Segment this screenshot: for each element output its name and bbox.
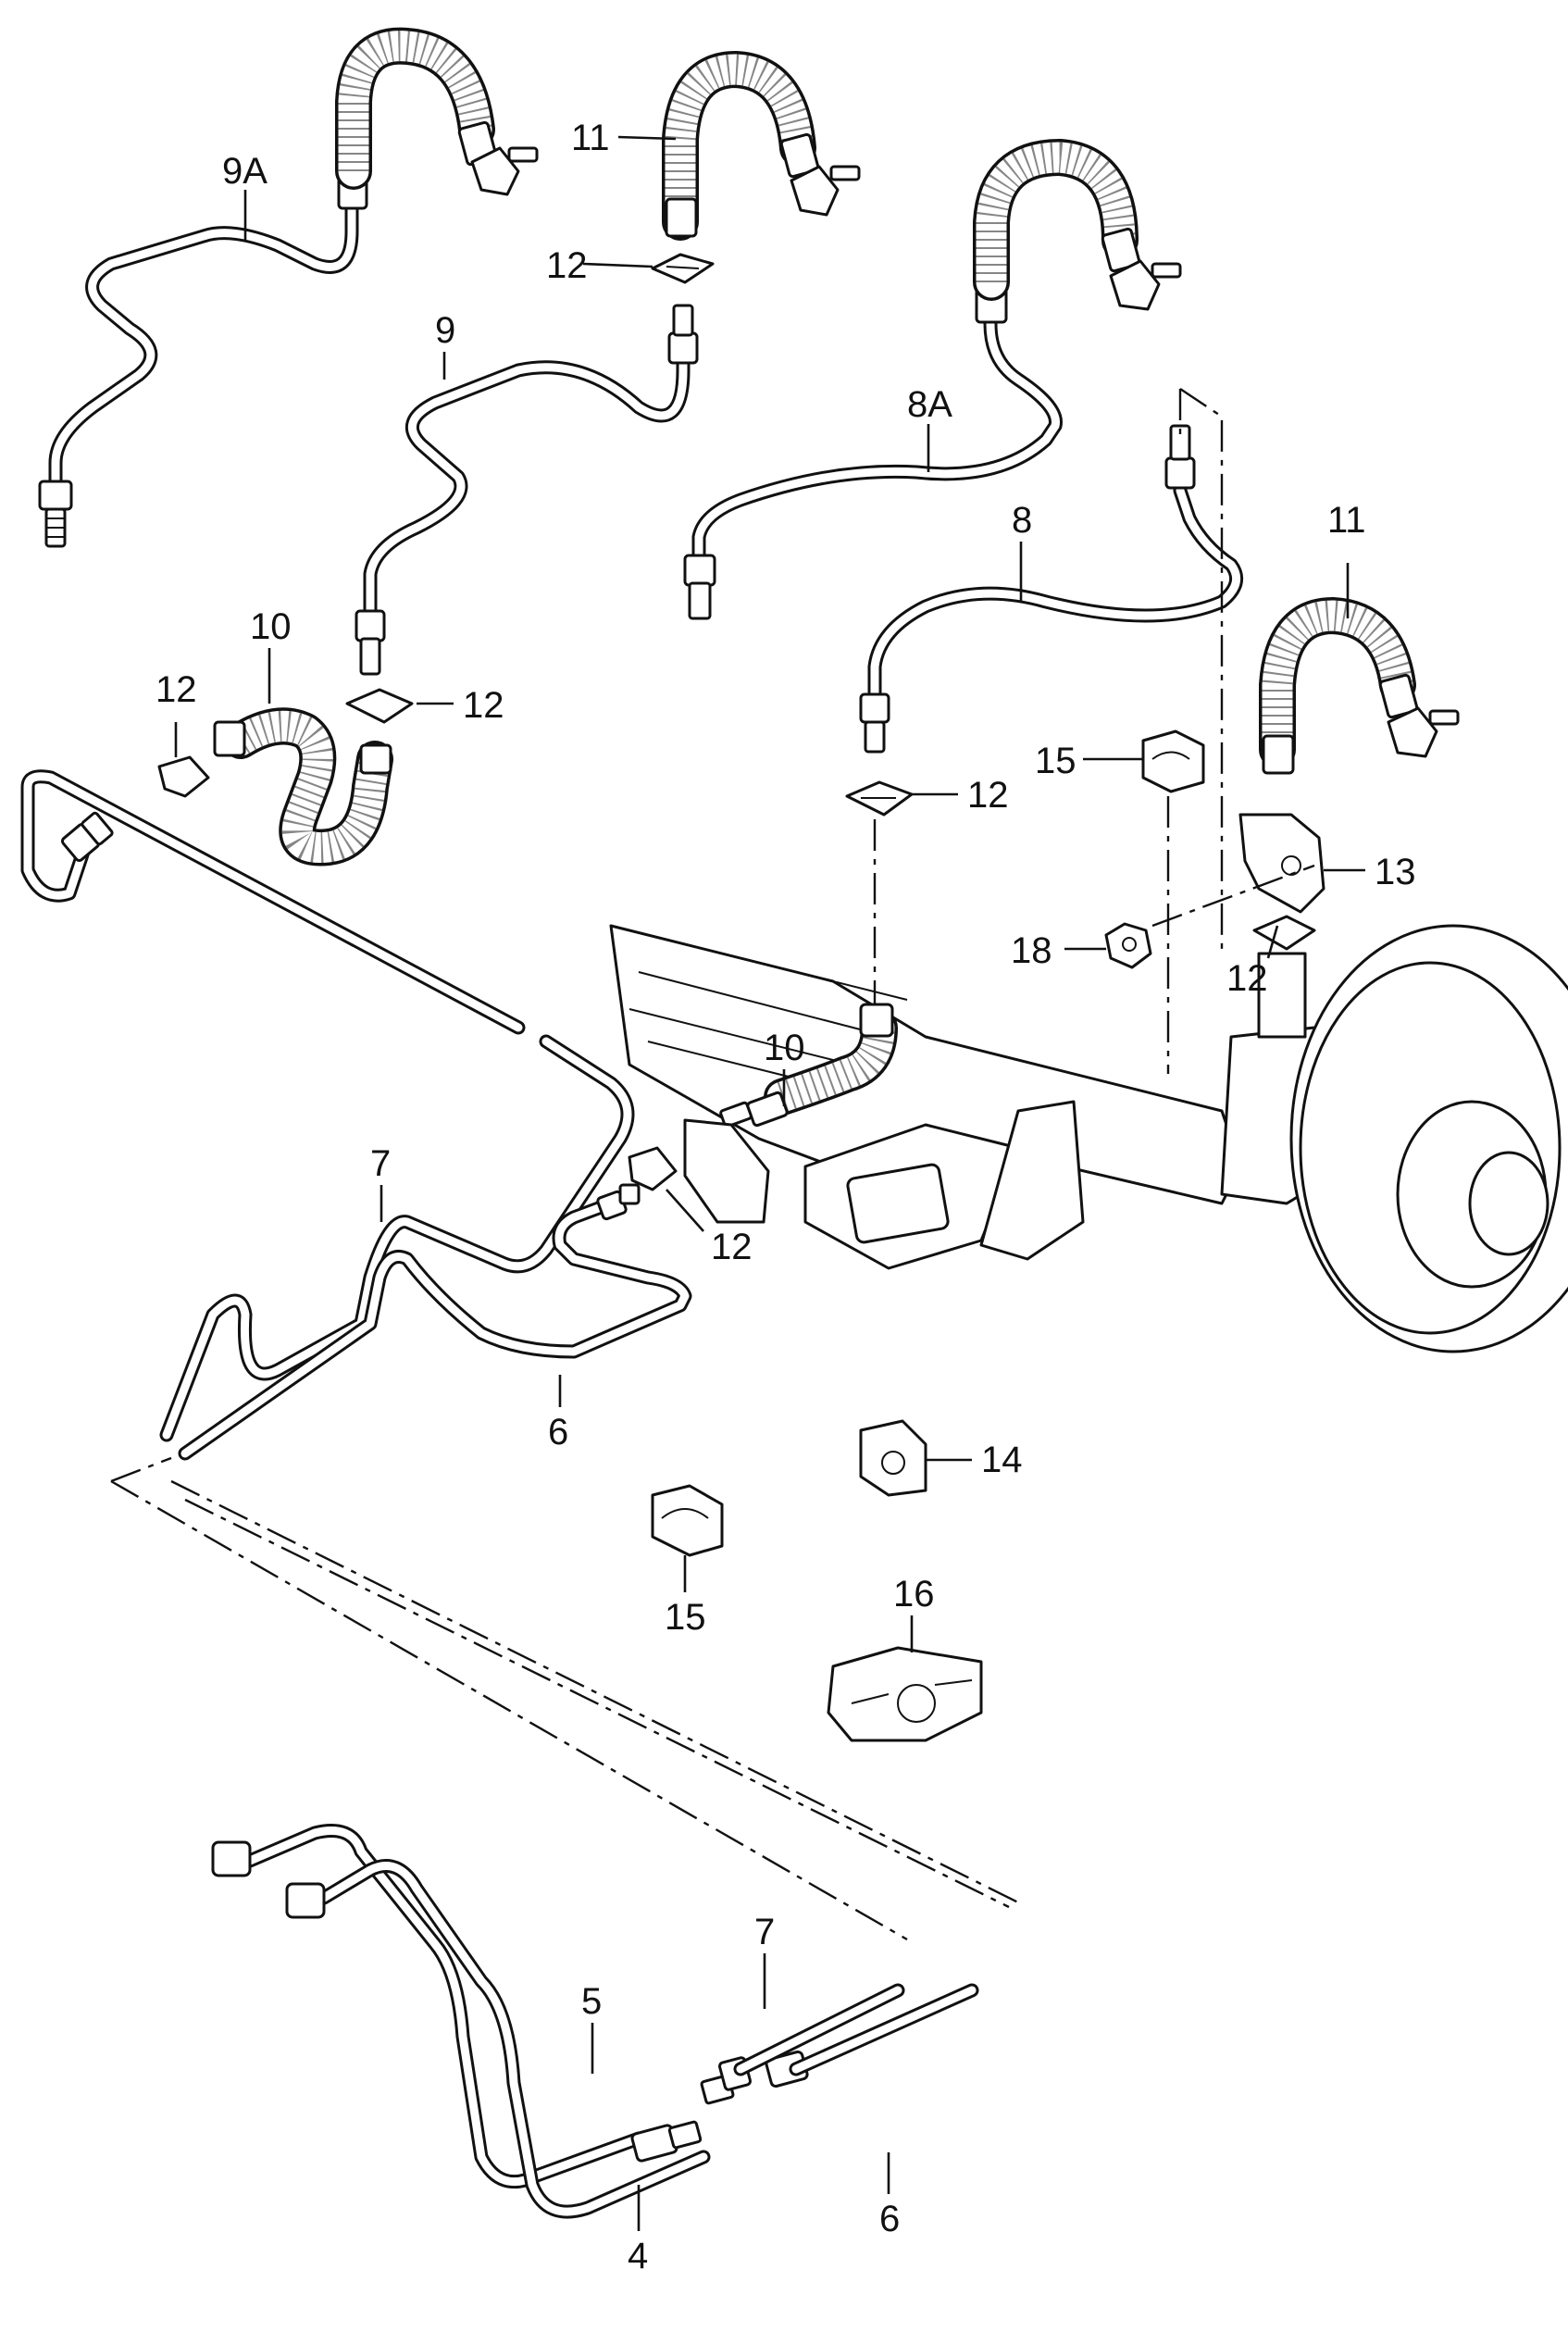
label-13: 13 xyxy=(1375,852,1416,892)
label-12-right: 12 xyxy=(1226,958,1268,999)
label-6-top: 6 xyxy=(548,1412,568,1453)
label-16: 16 xyxy=(893,1574,935,1615)
part-6-brake-line xyxy=(178,1183,692,1461)
part-labels: 9A 11 12 9 8A 8 11 10 12 12 15 12 13 18 … xyxy=(156,118,1416,2276)
part-10-hose-left xyxy=(213,707,393,867)
label-15-loose: 15 xyxy=(665,1597,706,1638)
label-12-top: 12 xyxy=(546,245,588,286)
part-15-clip-top xyxy=(1141,729,1205,793)
part-13-bracket xyxy=(1238,813,1325,914)
leader-lines xyxy=(174,135,1365,2231)
part-12-clip-top xyxy=(651,253,715,284)
label-6-bottom: 6 xyxy=(879,2199,900,2239)
part-18-nut xyxy=(1104,922,1152,969)
label-9: 9 xyxy=(435,310,455,351)
part-12-clip-left2 xyxy=(345,688,414,724)
lower-brake-lines xyxy=(211,1824,979,2219)
part-10-hose-mid xyxy=(719,1003,898,1128)
label-14: 14 xyxy=(981,1440,1023,1480)
part-9-brake-line xyxy=(355,304,699,676)
label-12-mid: 12 xyxy=(967,775,1009,816)
part-12-clip-right xyxy=(1252,915,1316,951)
label-8a: 8A xyxy=(907,384,952,425)
label-12-left2: 12 xyxy=(463,685,504,726)
part-12-clip-lower xyxy=(628,1146,678,1191)
part-11-hose-right-top xyxy=(973,139,1182,311)
assembly-line-bracket xyxy=(1151,864,1315,928)
label-7-top: 7 xyxy=(370,1143,391,1184)
assembly-line-end xyxy=(184,1498,1010,1909)
part-12-clip-left xyxy=(157,755,210,798)
label-11-top: 11 xyxy=(571,118,610,158)
label-4: 4 xyxy=(628,2236,648,2276)
label-8: 8 xyxy=(1012,500,1032,541)
label-15-top: 15 xyxy=(1035,741,1076,781)
label-12-left: 12 xyxy=(156,669,197,710)
part-16-clip xyxy=(827,1646,983,1742)
label-9a: 9A xyxy=(222,151,268,192)
label-18: 18 xyxy=(1011,930,1052,971)
label-11-right: 11 xyxy=(1327,500,1366,541)
part-14-clip xyxy=(859,1419,927,1497)
part-12-clip-mid xyxy=(845,780,914,817)
part-11-hose-right xyxy=(1259,597,1460,775)
part-9a-hose xyxy=(335,27,539,196)
part-10-bracket xyxy=(683,1118,770,1224)
assembly-line-main xyxy=(110,1456,1019,1941)
label-7-bottom: 7 xyxy=(754,1912,775,1952)
part-8-brake-line xyxy=(859,388,1244,954)
part-7-brake-line xyxy=(20,769,635,1442)
part-15-clip-loose xyxy=(651,1484,724,1557)
label-5: 5 xyxy=(581,1981,602,2022)
part-11-hose-top xyxy=(662,51,861,241)
label-10-left: 10 xyxy=(250,606,292,647)
part-8a-brake-line xyxy=(683,276,1063,620)
wheel-hub xyxy=(1289,924,1568,1353)
label-10-mid: 10 xyxy=(764,1028,805,1068)
label-12-lower: 12 xyxy=(711,1227,753,1267)
part-9a-brake-line xyxy=(38,165,368,548)
